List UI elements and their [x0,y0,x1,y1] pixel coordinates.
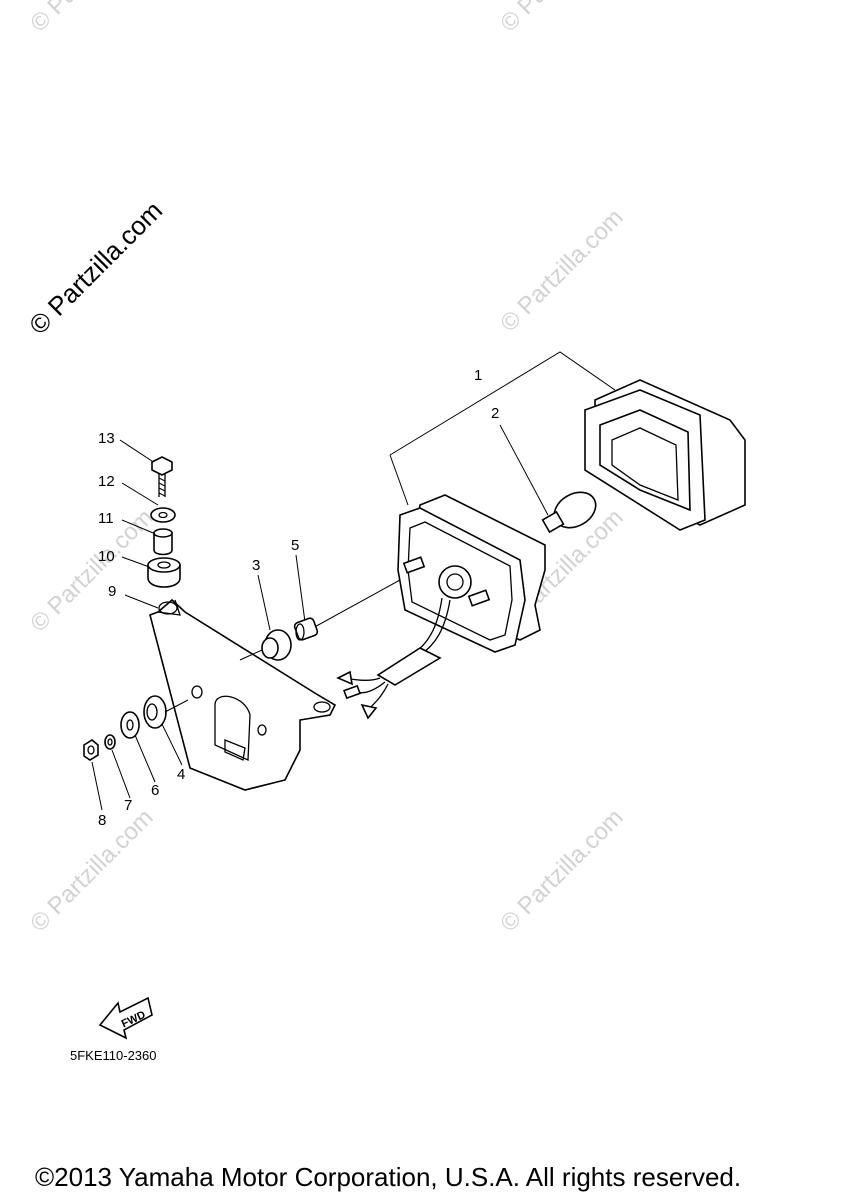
diagram-code: 5FKE110-2360 [70,1048,157,1063]
callout-4: 4 [177,766,186,783]
tail-lamp-lens [584,379,746,531]
callout-13: 13 [98,430,115,447]
wiring-harness [336,597,451,720]
collar [293,617,319,641]
bracket [149,598,337,791]
callout-11: 11 [98,510,114,527]
callout-2: 2 [491,405,500,422]
copyright-notice: ©2013 Yamaha Motor Corporation, U.S.A. A… [35,1162,742,1192]
callout-8: 8 [98,812,107,829]
callout-6: 6 [151,782,160,799]
callout-10: 10 [98,548,115,565]
callout-12: 12 [98,473,115,490]
fastener-set-top [147,456,181,588]
fastener-set-bottom [83,695,189,761]
fwd-arrow-icon: FWD [98,996,153,1040]
bulb [541,491,597,534]
callout-9: 9 [108,583,117,600]
leader-lines [91,351,616,811]
callout-1: 1 [474,367,483,384]
callout-7: 7 [124,797,133,814]
callout-5: 5 [291,537,300,554]
callout-3: 3 [252,557,261,574]
tail-lamp-housing [299,494,546,653]
grommet [239,629,292,661]
